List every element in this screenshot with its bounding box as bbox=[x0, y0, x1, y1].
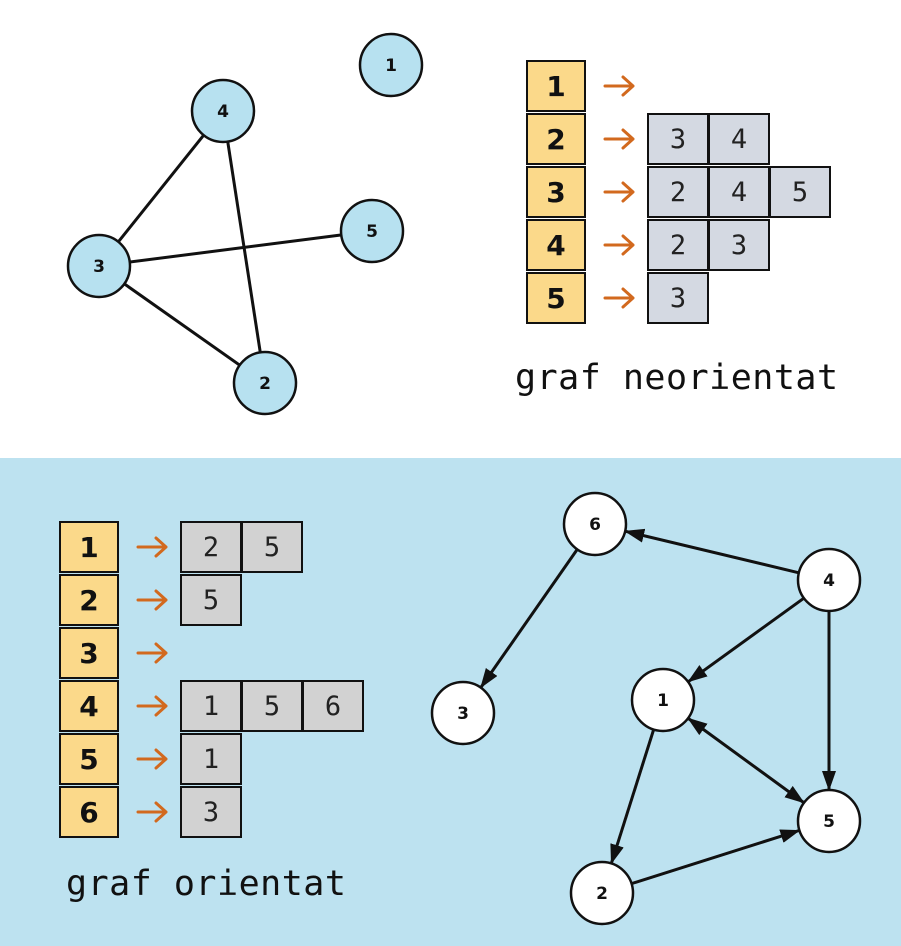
directed-node-label: 6 bbox=[589, 515, 601, 535]
arrow-icon bbox=[136, 536, 168, 558]
undirected-index-cell: 2 bbox=[526, 113, 586, 165]
undirected-index-cell: 3 bbox=[526, 166, 586, 218]
directed-node-4: 4 bbox=[796, 547, 862, 613]
arrow-icon bbox=[603, 234, 635, 256]
undirected-caption: graf neorientat bbox=[515, 358, 839, 398]
arrow-icon bbox=[136, 589, 168, 611]
directed-index-cell: 2 bbox=[59, 574, 119, 626]
directed-caption: graf orientat bbox=[66, 864, 347, 904]
undirected-neighbor-cell: 3 bbox=[647, 272, 709, 324]
arc-4-6 bbox=[624, 528, 800, 575]
arc-2-5 bbox=[631, 828, 801, 886]
undirected-neighbor-cell: 3 bbox=[708, 219, 770, 271]
arrow-icon bbox=[603, 181, 635, 203]
undirected-neighbor-cell: 2 bbox=[647, 219, 709, 271]
undirected-index-cell: 5 bbox=[526, 272, 586, 324]
directed-node-3: 3 bbox=[430, 680, 496, 746]
undirected-node-label: 3 bbox=[93, 257, 105, 277]
directed-node-2: 2 bbox=[569, 860, 635, 926]
undirected-node-label: 1 bbox=[385, 56, 397, 76]
undirected-index-cell: 4 bbox=[526, 219, 586, 271]
arc-1-2 bbox=[609, 729, 656, 865]
undirected-neighbor-cell: 2 bbox=[647, 166, 709, 218]
directed-index-cell: 5 bbox=[59, 733, 119, 785]
directed-node-1: 1 bbox=[630, 667, 696, 733]
directed-neighbor-cell: 3 bbox=[180, 786, 242, 838]
directed-node-label: 5 bbox=[823, 812, 835, 832]
undirected-node-label: 4 bbox=[217, 102, 229, 122]
directed-node-6: 6 bbox=[562, 491, 628, 557]
directed-index-cell: 3 bbox=[59, 627, 119, 679]
undirected-index-cell: 1 bbox=[526, 60, 586, 112]
directed-node-label: 4 bbox=[823, 571, 835, 591]
directed-node-label: 3 bbox=[457, 704, 469, 724]
arrow-icon bbox=[136, 695, 168, 717]
undirected-neighbor-cell: 4 bbox=[708, 113, 770, 165]
directed-index-cell: 6 bbox=[59, 786, 119, 838]
arrow-icon bbox=[603, 128, 635, 150]
undirected-node-label: 5 bbox=[366, 222, 378, 242]
undirected-neighbor-cell: 3 bbox=[647, 113, 709, 165]
directed-neighbor-cell: 5 bbox=[180, 574, 242, 626]
edge-3-2 bbox=[98, 264, 266, 385]
arrow-icon bbox=[136, 748, 168, 770]
arrow-icon bbox=[136, 642, 168, 664]
undirected-node-2: 2 bbox=[232, 350, 298, 416]
edge-3-4 bbox=[97, 110, 225, 267]
undirected-node-5: 5 bbox=[339, 198, 405, 264]
directed-node-label: 1 bbox=[657, 691, 669, 711]
directed-neighbor-cell: 5 bbox=[241, 680, 303, 732]
undirected-neighbor-cell: 4 bbox=[708, 166, 770, 218]
directed-node-5: 5 bbox=[796, 788, 862, 854]
arrow-icon bbox=[603, 287, 635, 309]
undirected-node-4: 4 bbox=[190, 78, 256, 144]
directed-neighbor-cell: 6 bbox=[302, 680, 364, 732]
arc-1-5 bbox=[687, 717, 805, 804]
directed-neighbor-cell: 1 bbox=[180, 680, 242, 732]
directed-index-cell: 4 bbox=[59, 680, 119, 732]
directed-index-cell: 1 bbox=[59, 521, 119, 573]
directed-neighbor-cell: 1 bbox=[180, 733, 242, 785]
undirected-neighbor-cell: 5 bbox=[769, 166, 831, 218]
undirected-node-label: 2 bbox=[259, 374, 271, 394]
directed-neighbor-cell: 2 bbox=[180, 521, 242, 573]
edge-3-5 bbox=[98, 229, 373, 268]
arrow-icon bbox=[603, 75, 635, 97]
arc-4-1 bbox=[687, 596, 805, 684]
directed-node-label: 2 bbox=[596, 884, 608, 904]
directed-neighbor-cell: 5 bbox=[241, 521, 303, 573]
undirected-node-1: 1 bbox=[358, 32, 424, 98]
arc-6-3 bbox=[479, 548, 579, 689]
undirected-node-3: 3 bbox=[66, 233, 132, 299]
arrow-icon bbox=[136, 801, 168, 823]
